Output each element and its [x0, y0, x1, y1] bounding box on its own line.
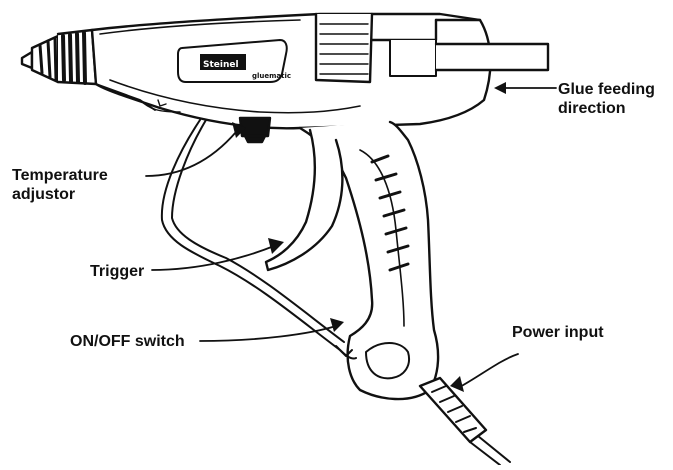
badge-model: gluematic: [252, 72, 291, 80]
feed-housing: [314, 12, 482, 84]
arrowhead-trigger: [268, 238, 284, 254]
nozzle: [20, 28, 98, 86]
temperature-knob: [238, 116, 272, 144]
glue-stick: [434, 42, 550, 72]
label-glue-feeding-line2: direction: [558, 100, 626, 117]
trigger-leader: [151, 245, 275, 271]
leader-lines: [145, 87, 557, 389]
label-trigger: Trigger: [90, 263, 145, 280]
power-leader: [457, 353, 519, 389]
arrowhead-temperature: [232, 122, 246, 138]
arrowhead-power: [450, 376, 464, 392]
power-cord: [418, 376, 511, 466]
label-temperature-adjustor: Temperature adjustor: [12, 166, 108, 204]
model-badge: [177, 39, 288, 83]
temperature-leader: [145, 131, 237, 177]
badge-brand: Steinel: [203, 60, 239, 70]
switch-leader: [199, 325, 337, 342]
label-power-input: Power input: [512, 324, 604, 341]
label-temperature-line1: Temperature: [12, 167, 108, 184]
handle: [298, 120, 440, 401]
arrowhead-glue: [494, 82, 506, 94]
label-glue-feeding-line1: Glue feeding: [558, 81, 655, 98]
label-on-off-switch: ON/OFF switch: [70, 333, 185, 350]
label-temperature-line2: adjustor: [12, 186, 76, 203]
label-glue-feeding: Glue feeding direction: [558, 80, 655, 118]
arrowhead-switch: [330, 318, 344, 332]
trigger-part: [264, 128, 344, 272]
